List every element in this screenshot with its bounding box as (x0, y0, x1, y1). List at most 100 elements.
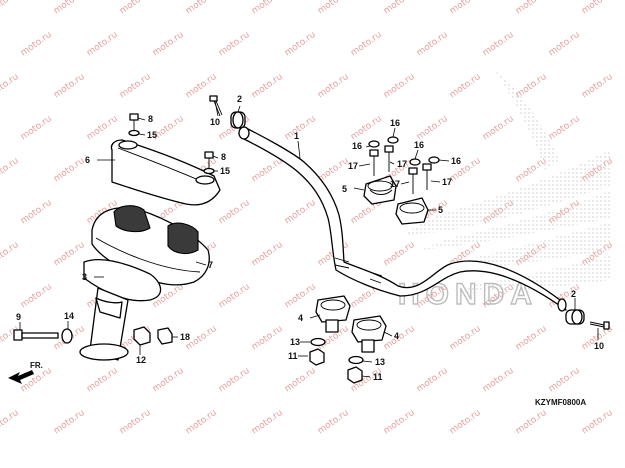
pinch-bolt-9 (13, 329, 59, 341)
watermark-text: moto.ru (217, 282, 252, 311)
lower-holder-left (315, 295, 351, 333)
callout-15-top: 15 (147, 130, 157, 140)
callout-14: 14 (64, 311, 74, 321)
watermark-text: moto.ru (52, 156, 87, 185)
watermark-text: moto.ru (0, 408, 21, 437)
watermark-text: moto.ru (547, 30, 582, 59)
watermark-text: moto.ru (283, 114, 318, 143)
watermark-text: moto.ru (217, 30, 252, 59)
watermark-text: moto.ru (19, 198, 54, 227)
watermark-text: moto.ru (316, 72, 351, 101)
watermark-text: moto.ru (481, 114, 516, 143)
watermark-text: moto.ru (448, 0, 483, 16)
watermark-text: moto.ru (382, 0, 417, 16)
watermark-text: moto.ru (382, 240, 417, 269)
callout-18: 18 (180, 332, 190, 342)
watermark-text: moto.ru (250, 408, 285, 437)
watermark-text: moto.ru (217, 366, 252, 395)
steering-stem (79, 259, 162, 361)
callout-17-c: 17 (390, 179, 400, 189)
upper-holder-left (363, 175, 397, 205)
callout-4-right: 4 (394, 331, 399, 341)
watermark-text: moto.ru (19, 30, 54, 59)
watermark-text: moto.ru (547, 114, 582, 143)
front-direction-label: FR. (30, 361, 43, 370)
watermark-text: moto.ru (52, 408, 87, 437)
callout-16-a: 16 (390, 118, 400, 128)
callout-8-top: 8 (148, 114, 153, 124)
handlebar (238, 126, 567, 312)
watermark-text: moto.ru (250, 72, 285, 101)
bolts-8-15 (128, 113, 215, 175)
watermark-text: moto.ru (514, 0, 549, 16)
callout-15-lower: 15 (220, 166, 230, 176)
watermark-text: moto.ru (349, 30, 384, 59)
leader-lines (19, 100, 599, 378)
watermark-text: moto.ru (217, 198, 252, 227)
watermark-text: moto.ru (382, 72, 417, 101)
watermark-text: moto.ru (85, 366, 120, 395)
diagram-code: KZYMF0800A (535, 398, 586, 407)
upper-holder-right (395, 197, 429, 225)
watermark-text: moto.ru (151, 366, 186, 395)
watermark-text: moto.ru (52, 72, 87, 101)
nut-12 (133, 326, 151, 346)
watermark-text: moto.ru (514, 324, 549, 353)
nut-18 (157, 327, 173, 345)
watermark-text: moto.ru (0, 156, 21, 185)
callout-13-right: 13 (375, 357, 385, 367)
callout-1: 1 (294, 131, 299, 141)
callout-2-left: 2 (237, 94, 242, 104)
watermark-text: moto.ru (19, 366, 54, 395)
wing-logo (405, 70, 612, 293)
watermark-text: moto.ru (415, 114, 450, 143)
watermark-text: moto.ru (283, 366, 318, 395)
watermark-text: moto.ru (448, 324, 483, 353)
watermark-text: moto.ru (0, 0, 21, 16)
top-cover (110, 139, 221, 206)
watermark-text: moto.ru (481, 366, 516, 395)
watermark-text: moto.ru (151, 30, 186, 59)
callout-7: 7 (208, 260, 213, 270)
lower-holder-right (351, 315, 387, 353)
callout-2-right: 2 (571, 289, 576, 299)
watermark-text: moto.ru (547, 366, 582, 395)
watermark-text: moto.ru (250, 156, 285, 185)
watermark-text: moto.ru (481, 30, 516, 59)
washer-13 (310, 337, 364, 365)
watermark-text: moto.ru (184, 0, 219, 16)
callout-9: 9 (16, 312, 21, 322)
holder-bolts-17 (369, 145, 432, 194)
callout-11-left: 11 (288, 351, 298, 361)
callout-13-left: 13 (290, 337, 300, 347)
callout-12: 12 (136, 355, 146, 365)
watermark-text: moto.ru (415, 366, 450, 395)
watermark-text: moto.ru (19, 282, 54, 311)
brand-text: HONDA (398, 278, 538, 311)
watermark-text: moto.ru (448, 72, 483, 101)
watermark-text: moto.ru (448, 408, 483, 437)
callout-5-left: 5 (342, 184, 347, 194)
watermark-text: moto.ru (580, 72, 615, 101)
watermark-text: moto.ru (250, 324, 285, 353)
callout-3: 3 (82, 272, 87, 282)
callout-10-right: 10 (594, 341, 604, 351)
watermark-text: moto.ru (283, 30, 318, 59)
watermark-text: moto.ru (19, 114, 54, 143)
bolt-10-left (209, 95, 223, 117)
callout-17-a: 17 (348, 161, 358, 171)
watermark-text: moto.ru (184, 408, 219, 437)
watermark-text: moto.ru (316, 408, 351, 437)
front-direction-arrow: FR. (8, 361, 43, 384)
watermark-text: moto.ru (52, 0, 87, 16)
callout-8-lower: 8 (221, 152, 226, 162)
callouts: 1 2 2 3 4 4 5 5 6 7 8 8 9 10 10 11 11 12… (16, 94, 604, 382)
watermark-text: moto.ru (382, 408, 417, 437)
watermark-text: moto.ru (514, 408, 549, 437)
watermark-text: moto.ru (316, 0, 351, 16)
watermark-text: moto.ru (85, 30, 120, 59)
watermark-text: moto.ru (118, 408, 153, 437)
watermark-text: moto.ru (415, 30, 450, 59)
watermark-text: moto.ru (118, 0, 153, 16)
